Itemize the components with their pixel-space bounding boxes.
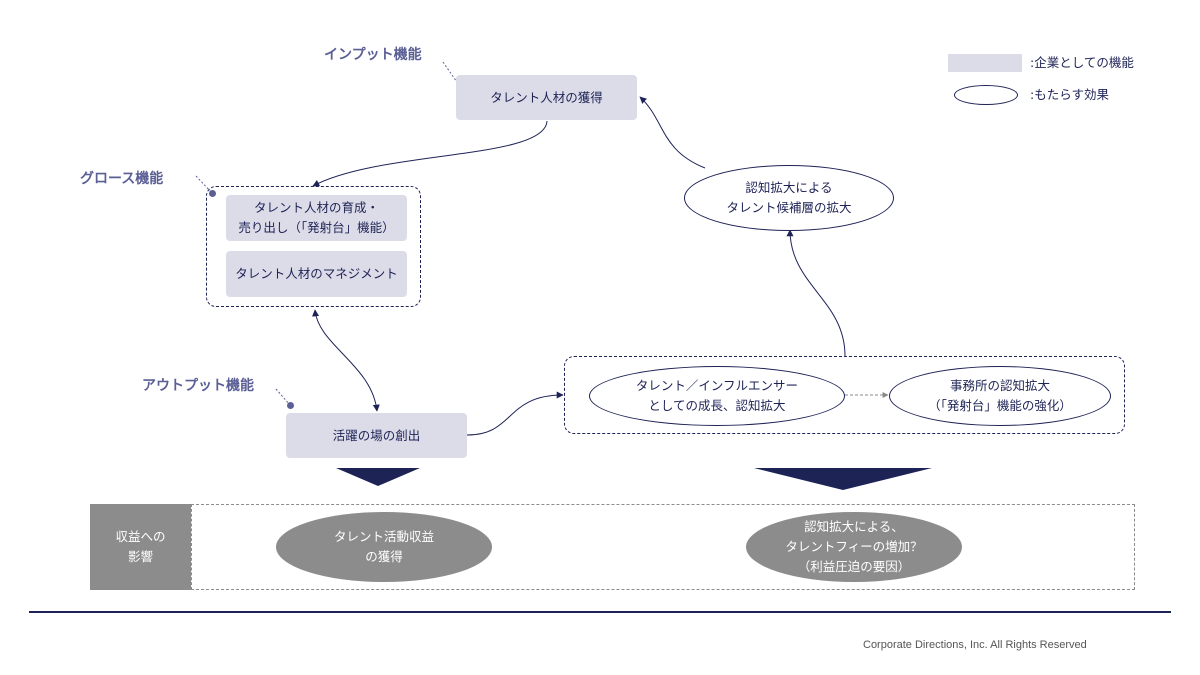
legend: :企業としての機能 :もたらす効果 bbox=[948, 52, 1148, 108]
talent-management-box: タレント人材のマネジメント bbox=[226, 251, 407, 297]
arrow-growth-creation bbox=[312, 309, 380, 412]
legend-effect-label: :もたらす効果 bbox=[1030, 87, 1109, 102]
agency-awareness-ellipse: 事務所の認知拡大 （「発射台」機能の強化） bbox=[889, 366, 1111, 426]
legend-function-swatch bbox=[948, 54, 1022, 72]
arrow-creation-to-effects bbox=[466, 391, 564, 436]
output-function-label: アウトプット機能 bbox=[142, 378, 254, 394]
copyright-text: Corporate Directions, Inc. All Rights Re… bbox=[863, 639, 1087, 651]
input-function-label: インプット機能 bbox=[324, 47, 422, 63]
revenue-impact-box bbox=[191, 504, 1135, 590]
opportunity-creation-box: 活躍の場の創出 bbox=[286, 413, 467, 458]
talent-development-box: タレント人材の育成・ 売り出し（「発射台」機能） bbox=[226, 195, 407, 241]
talent-acquisition-box: タレント人材の獲得 bbox=[456, 75, 637, 120]
arrow-candidates-to-acquisition bbox=[639, 96, 706, 169]
footer-divider bbox=[29, 611, 1171, 613]
talent-growth-ellipse: タレント／インフルエンサー としての成長、認知拡大 bbox=[589, 366, 845, 426]
revenue-impact-label: 収益への 影響 bbox=[90, 504, 191, 590]
left-down-arrow bbox=[336, 468, 420, 486]
legend-effect-swatch bbox=[954, 85, 1018, 105]
talent-fee-increase-ellipse: 認知拡大による、 タレントフィーの増加？ （利益圧迫の要因） bbox=[746, 512, 962, 582]
input-leader-line bbox=[442, 61, 460, 86]
legend-function-label: :企業としての機能 bbox=[1030, 55, 1134, 70]
effects-group bbox=[564, 356, 1125, 434]
candidate-expansion-ellipse: 認知拡大による タレント候補層の拡大 bbox=[684, 165, 894, 231]
activity-revenue-ellipse: タレント活動収益 の獲得 bbox=[276, 512, 492, 582]
growth-function-group bbox=[206, 186, 421, 307]
right-down-arrow bbox=[754, 468, 932, 490]
arrow-effects-to-candidates bbox=[786, 229, 846, 357]
output-label-dot bbox=[287, 402, 294, 409]
arrow-acquisition-to-growth bbox=[312, 120, 548, 187]
growth-function-label: グロース機能 bbox=[80, 171, 164, 187]
